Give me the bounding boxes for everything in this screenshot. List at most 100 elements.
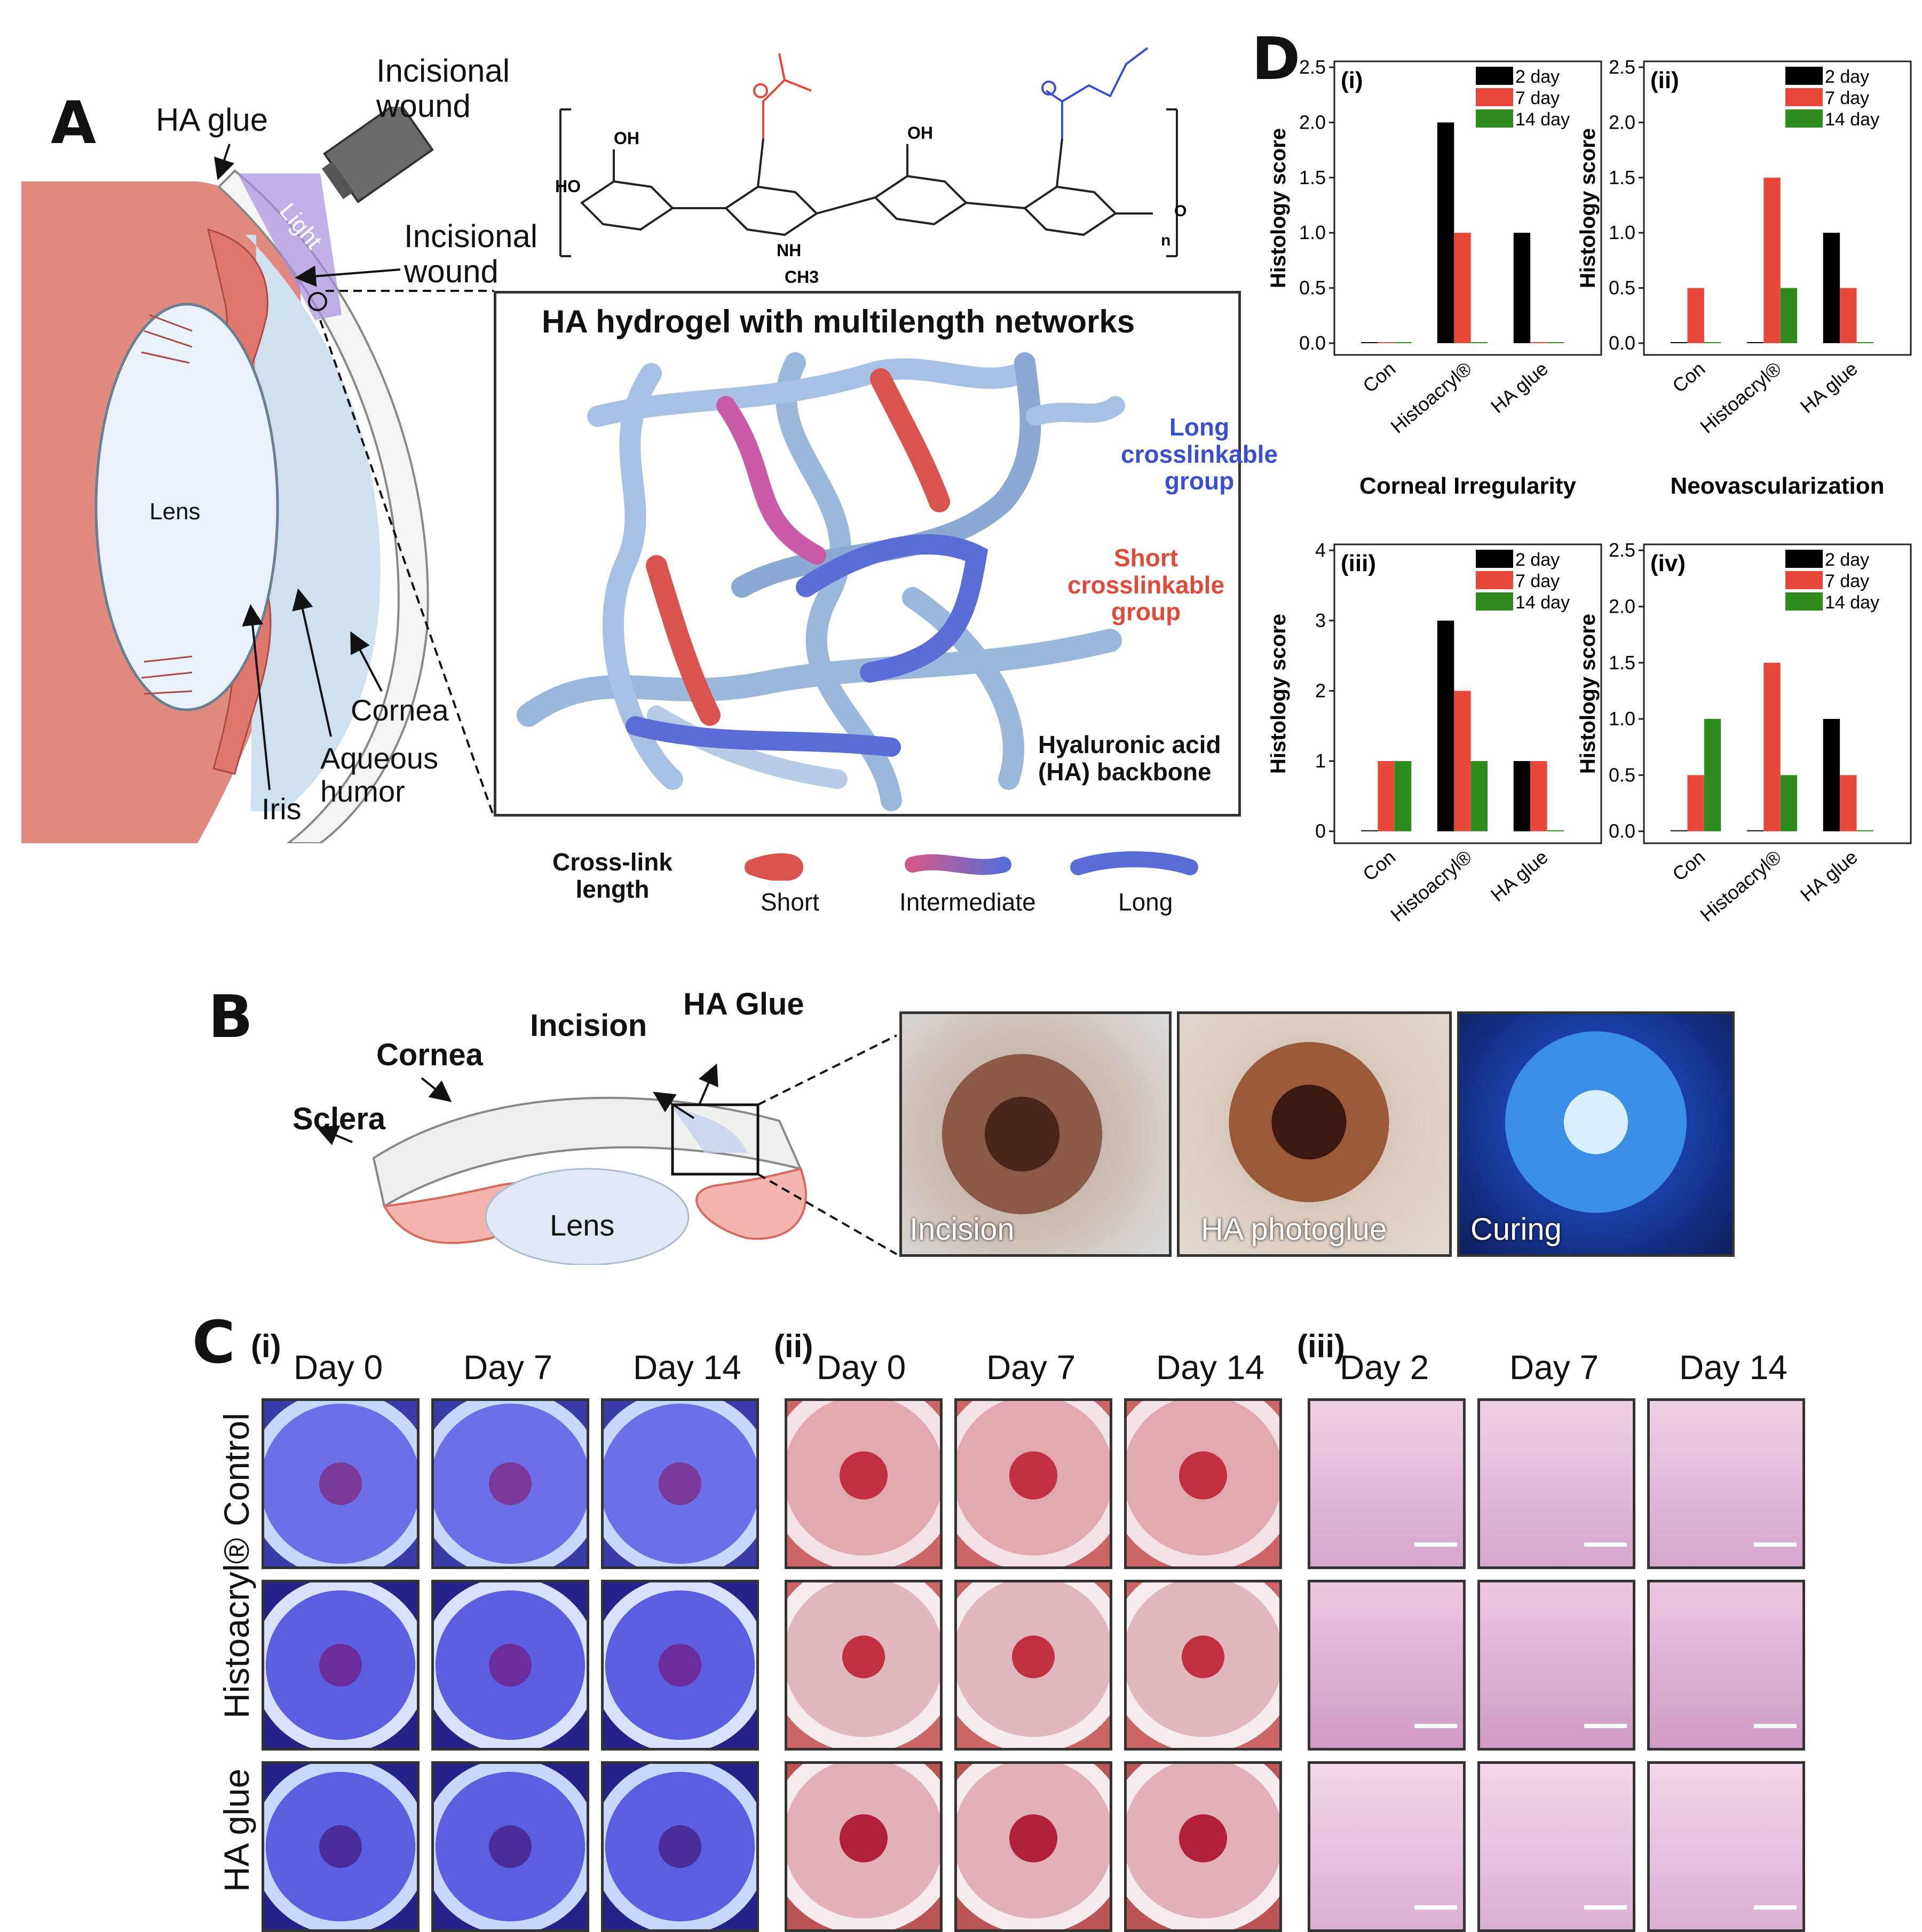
y-tick-label: 1 (1315, 750, 1326, 772)
y-tick-label: 2.5 (1609, 539, 1635, 561)
bar (1394, 761, 1412, 832)
eye-image (431, 1761, 589, 1932)
long-group-label: Long crosslinkable group (1121, 413, 1278, 495)
bar (1780, 775, 1798, 832)
day-header: Day 14 (633, 1348, 741, 1387)
legend-intermediate: Intermediate (899, 888, 1036, 916)
legend-label: 7 day (1515, 571, 1560, 591)
x-tick-label: HA glue (1796, 846, 1862, 906)
scale-bar (1754, 1542, 1797, 1547)
bar (1454, 233, 1471, 343)
legend-swatch (1785, 550, 1823, 568)
eye-image (785, 1398, 943, 1569)
legend-label: 7 day (1515, 88, 1560, 108)
legend-label: 14 day (1825, 592, 1879, 613)
chem-ch3: CH3 (785, 267, 819, 283)
scale-bar (1754, 1905, 1797, 1910)
day-header: Day 2 (1340, 1348, 1429, 1387)
x-tick-label: Histoacryl® (1386, 358, 1476, 438)
chart-title: Corneal Irregularity (1359, 473, 1576, 499)
bar (1763, 177, 1781, 343)
chart-frame (1643, 60, 1912, 356)
ha-chemical-structure: OH HO OH NH CH3 O n (555, 47, 1187, 283)
panel-label-c: C (192, 1308, 235, 1376)
legend-label: 7 day (1825, 88, 1869, 108)
legend-swatch (1785, 109, 1823, 128)
legend-swatch (1476, 67, 1513, 85)
y-tick-label: 2.5 (1299, 56, 1326, 78)
x-tick-label: HA glue (1796, 358, 1862, 417)
bar (1746, 830, 1764, 832)
bar (1671, 830, 1688, 832)
chart-title: Neovascularization (1670, 473, 1884, 499)
scale-bar (1754, 1724, 1797, 1728)
y-tick-label: 0.0 (1609, 820, 1635, 842)
incisional-wound-top-label: Incisional wound (376, 53, 510, 124)
legend-label: 14 day (1515, 592, 1570, 613)
bar (1437, 620, 1454, 832)
legend-swatch (1476, 571, 1513, 589)
bar (1470, 342, 1488, 343)
bar (1378, 761, 1395, 832)
legend-swatch (1476, 550, 1513, 568)
y-tick-label: 0.5 (1609, 277, 1635, 299)
eye-image (262, 1580, 420, 1751)
legend-swatch (1785, 67, 1823, 85)
bar (1746, 342, 1764, 343)
panel-label-a: A (51, 89, 97, 157)
day-header: Day 7 (986, 1348, 1076, 1387)
histology-image (1308, 1580, 1466, 1751)
bar (1378, 342, 1395, 343)
hydrogel-network-illustration (517, 352, 1125, 811)
y-tick-label: 1.5 (1299, 167, 1326, 188)
eye-image (1124, 1398, 1282, 1569)
day-header: Day 0 (817, 1348, 906, 1387)
y-tick-label: 1.0 (1299, 221, 1326, 243)
legend-label: 2 day (1825, 67, 1869, 87)
photo-ha-photoglue: HA photoglue (1177, 1011, 1452, 1257)
chart-panel-tag: (iv) (1650, 550, 1686, 576)
y-axis-label: Histology score (1576, 128, 1600, 288)
histology-image (1477, 1580, 1635, 1751)
y-tick-label: 0.0 (1609, 332, 1635, 354)
photo-curing-caption: Curing (1470, 1212, 1562, 1247)
row-label: Control (217, 1413, 256, 1526)
bar (1454, 691, 1471, 832)
chart-frame (1333, 60, 1602, 356)
chart-panel-tag: (iii) (1341, 550, 1376, 576)
x-tick-label: Histoacryl® (1696, 358, 1785, 438)
eye-image (262, 1398, 420, 1569)
legend-label: 7 day (1825, 571, 1869, 591)
bar (1361, 830, 1378, 832)
scale-bar (1414, 1724, 1457, 1728)
eye-image (601, 1398, 759, 1569)
legend-swatch (1476, 88, 1513, 106)
legend-swatch (1785, 571, 1823, 589)
photo-curing: Curing (1457, 1011, 1735, 1257)
panel-b-sclera-label: Sclera (292, 1102, 386, 1136)
backbone-label: Hyaluronic acid (HA) backbone (1038, 731, 1221, 786)
bar (1840, 288, 1857, 343)
panel-label-b: B (208, 983, 253, 1051)
y-tick-label: 1.0 (1609, 708, 1635, 730)
eye-image (1124, 1761, 1282, 1932)
chem-ho-1: HO (555, 177, 581, 196)
legend-swatch (1785, 592, 1823, 611)
x-tick-label: Con (1358, 358, 1399, 397)
eye-image (954, 1580, 1112, 1751)
y-axis-label: Histology score (1576, 614, 1600, 774)
section-label: (ii) (774, 1328, 813, 1364)
light-source-icon (321, 107, 434, 203)
aqueous-humor-label: Aqueous humor (320, 741, 439, 808)
legend-long: Long (1118, 888, 1173, 916)
panel-b-lens-label: Lens (550, 1208, 615, 1242)
photo-incision-caption: Incision (909, 1212, 1015, 1247)
day-header: Day 14 (1679, 1348, 1787, 1387)
y-tick-label: 1.0 (1609, 221, 1635, 243)
eye-image (431, 1398, 589, 1569)
bar (1763, 662, 1781, 832)
chem-o: O (1174, 202, 1187, 220)
bar (1704, 342, 1721, 343)
bar (1704, 719, 1721, 832)
